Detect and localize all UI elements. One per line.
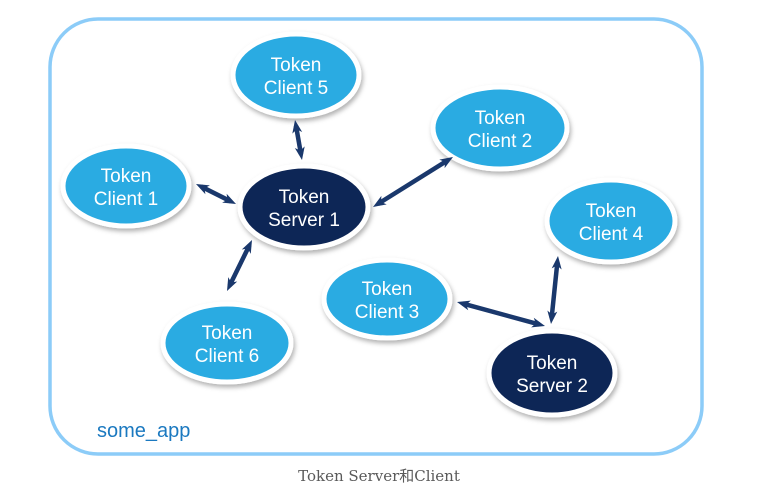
client-ellipse: [321, 257, 453, 341]
node-label-line: Token: [279, 187, 330, 208]
node-label-line: Token: [101, 166, 152, 187]
node-label-line: Client 5: [264, 78, 328, 99]
node-label-line: Token: [475, 108, 526, 129]
node-label-line: Client 4: [579, 224, 644, 245]
edge-server1-client5: [292, 120, 305, 160]
arrowhead-icon: [294, 146, 305, 160]
server-ellipse: [237, 163, 371, 251]
arrowhead-icon: [241, 240, 252, 254]
node-label-line: Token: [586, 201, 637, 222]
client-ellipse: [544, 177, 678, 265]
app-boundary-box: [48, 17, 704, 456]
arrowhead-icon: [227, 277, 238, 291]
edge-server2-client4: [547, 256, 562, 324]
client-ellipse: [160, 301, 294, 385]
edge-shaft: [200, 184, 232, 204]
arrowhead-icon: [439, 157, 453, 169]
edge-shaft: [376, 158, 450, 206]
edge-server2-client3: [457, 300, 545, 328]
edge-server1-client1: [196, 184, 236, 204]
arrowhead-icon: [531, 317, 545, 328]
node-label-line: Token: [362, 279, 413, 300]
edge-shaft: [293, 125, 304, 155]
edge-shaft: [549, 261, 560, 319]
arrowhead-icon: [457, 300, 471, 311]
edge-shaft: [462, 301, 540, 327]
edge-server1-client2: [373, 157, 453, 207]
figure-caption: Token Server和Client: [298, 467, 460, 485]
node-label-line: Client 6: [195, 346, 259, 367]
node-label-line: Client 2: [468, 131, 532, 152]
node-label-line: Token: [271, 55, 322, 76]
client-ellipse: [230, 31, 362, 119]
arrowhead-icon: [373, 195, 387, 207]
edge-server1-client6: [227, 240, 252, 291]
node-label-line: Server 1: [268, 210, 340, 231]
app-boundary-label: some_app: [97, 420, 190, 442]
node-label-line: Token: [527, 353, 578, 374]
node-label-line: Token: [202, 323, 253, 344]
client-ellipse: [60, 143, 192, 229]
server-ellipse: [486, 328, 618, 418]
arrowhead-icon: [292, 120, 303, 134]
arrowhead-icon: [222, 193, 236, 204]
edge-shaft: [227, 244, 252, 287]
arrowhead-icon: [196, 184, 210, 195]
edges-layer: [196, 120, 562, 328]
node-label-line: Client 3: [355, 302, 419, 323]
arrowhead-icon: [547, 310, 558, 324]
client-ellipse: [430, 84, 570, 172]
arrowhead-icon: [551, 256, 562, 270]
node-label-line: Server 2: [516, 376, 588, 397]
node-label-line: Client 1: [94, 189, 158, 210]
